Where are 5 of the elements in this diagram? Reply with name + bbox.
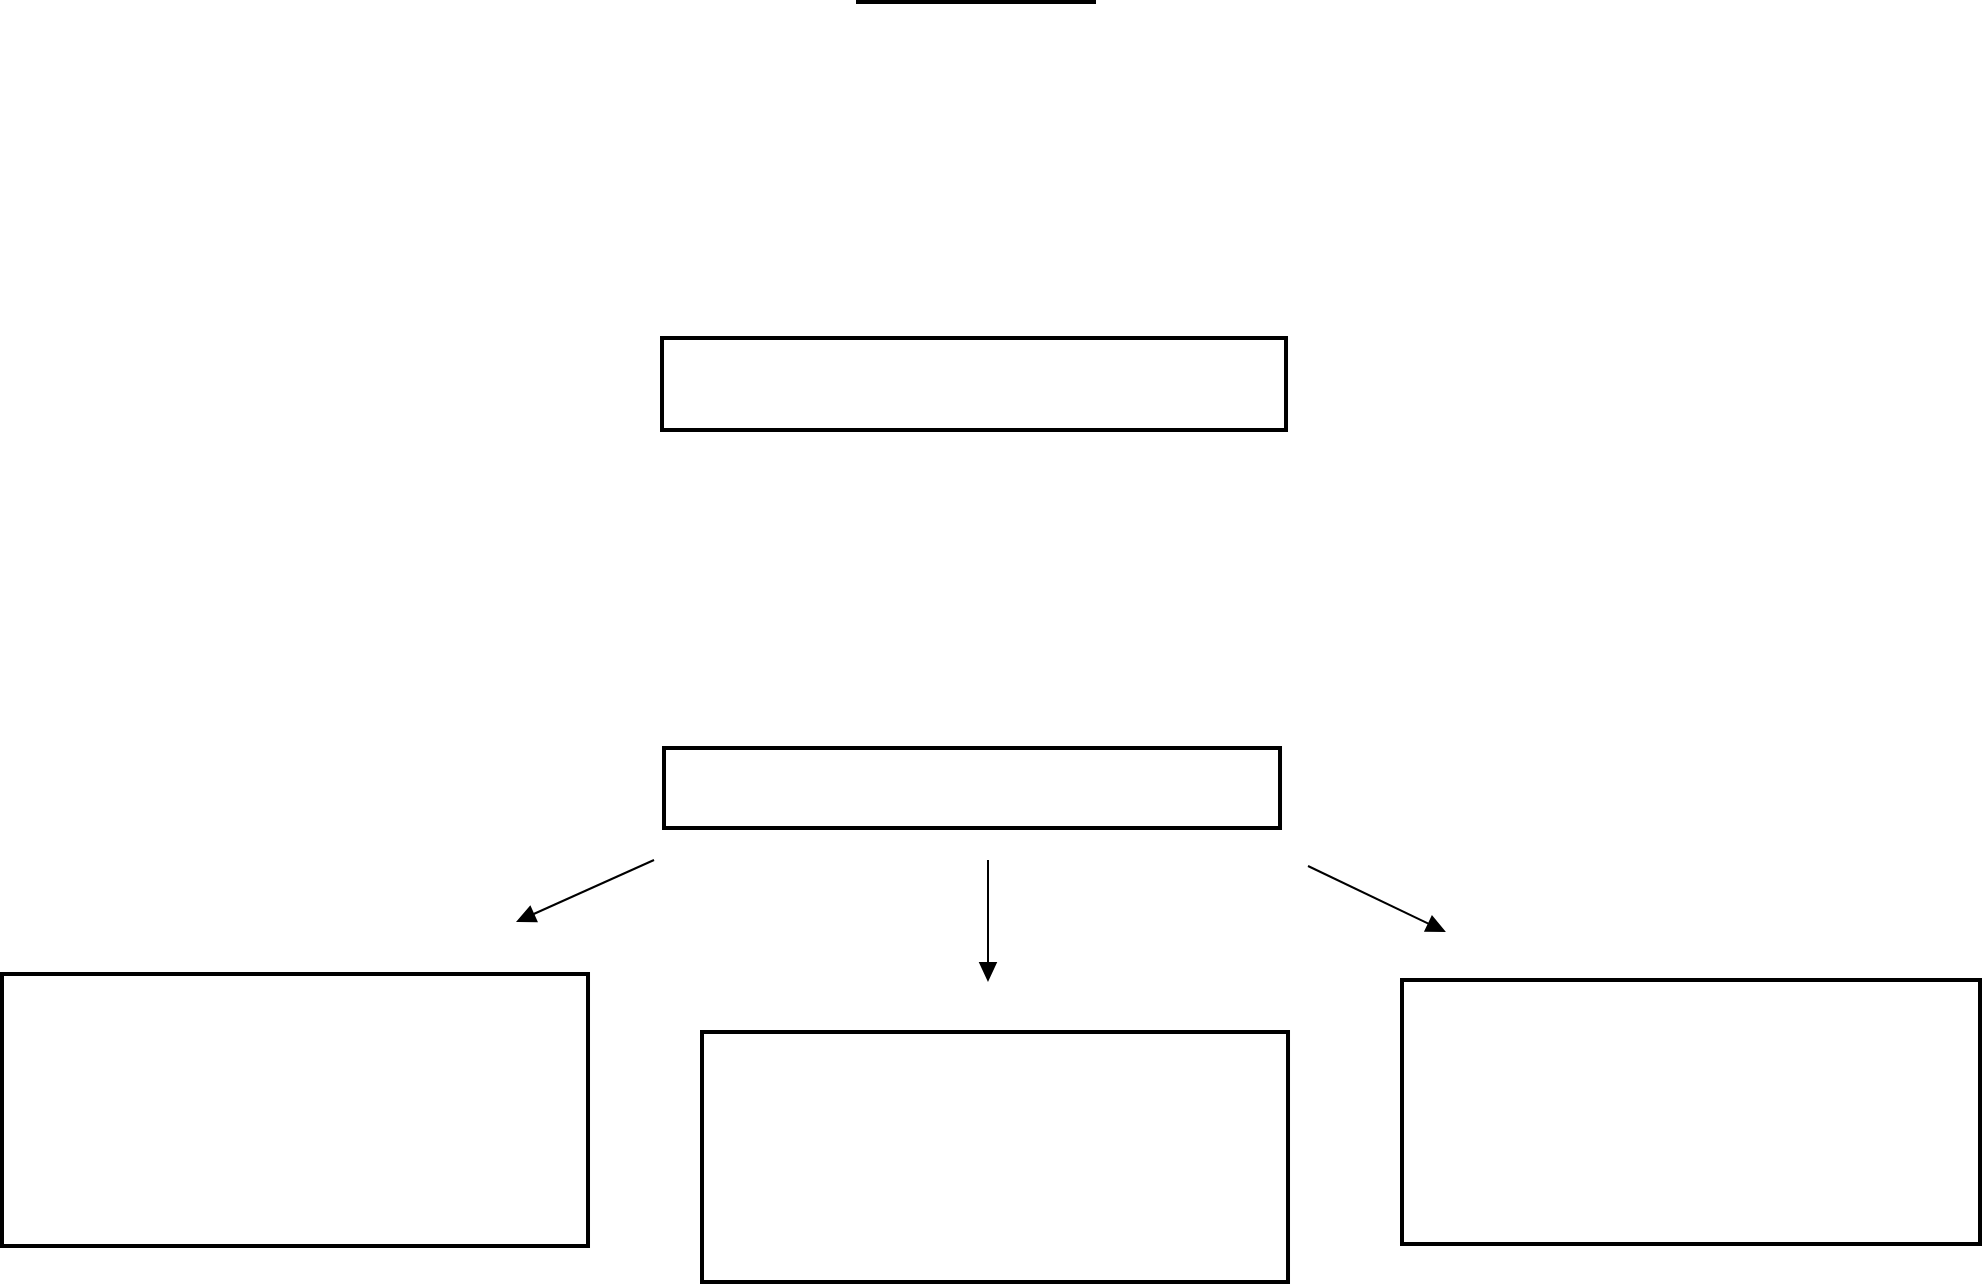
answer-box [700, 1030, 1290, 1284]
answer-box [0, 972, 590, 1248]
answer-box [662, 746, 1282, 830]
answer-box [660, 336, 1288, 432]
answer-box [1400, 978, 1982, 1246]
